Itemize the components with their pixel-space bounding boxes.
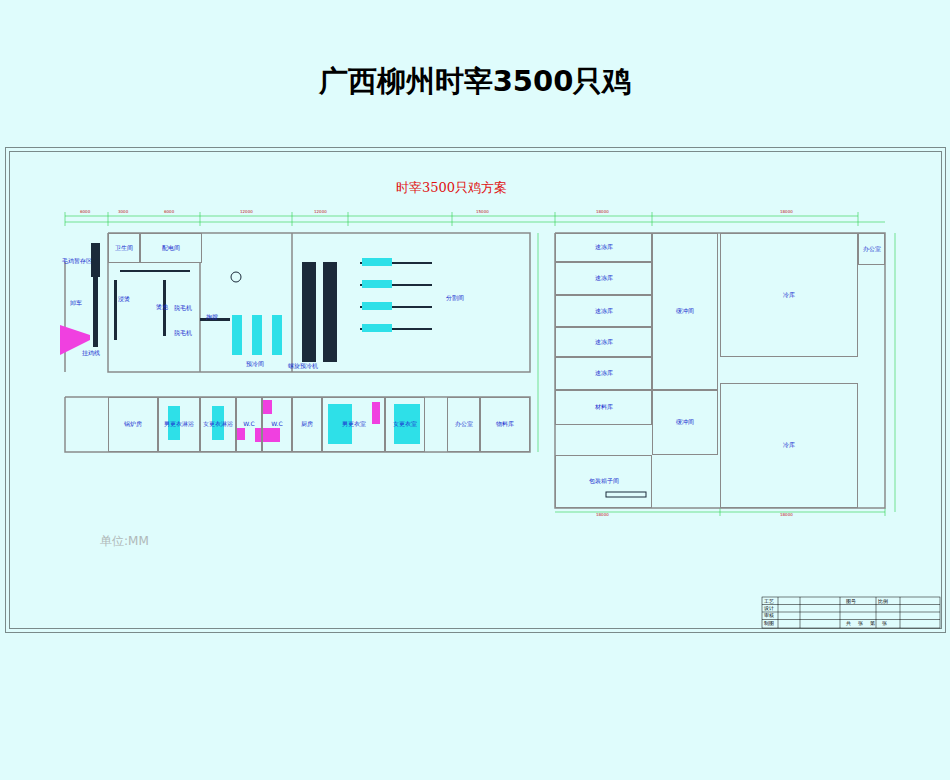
plan-note: 时宰3500只鸡方案	[396, 181, 507, 195]
room-box: 速冻库	[555, 262, 652, 295]
room-label: 物料库	[496, 421, 514, 428]
dimension: 3000	[118, 210, 128, 214]
room-label: 男更衣淋浴	[164, 421, 194, 428]
room-box: 配电间	[140, 233, 202, 263]
room-box: 速冻库	[555, 295, 652, 327]
room-label: 厨房	[301, 421, 313, 428]
dimension: 12000	[314, 210, 327, 214]
room-label: 速冻库	[595, 308, 613, 315]
room-box: 材料库	[555, 390, 652, 425]
room-box: W.C	[236, 397, 262, 452]
dimension: 6000	[164, 210, 174, 214]
room-box: 缓冲间	[652, 390, 718, 455]
equipment-label: 挂鸡线	[82, 350, 100, 357]
room-box: 冷库	[720, 233, 858, 357]
dimension: 18000	[596, 513, 609, 517]
room-label: 冷库	[783, 442, 795, 449]
room-label: 速冻库	[595, 244, 613, 251]
equipment-label: 脱毛机	[174, 330, 192, 337]
room-box: 冷库	[720, 383, 858, 508]
room-box: 女更衣室	[385, 397, 425, 452]
dimension: 18000	[780, 513, 793, 517]
room-label: 缓冲间	[676, 419, 694, 426]
equipment-label: 卸车	[70, 300, 82, 307]
room-box: 缓冲间	[652, 233, 718, 390]
room-box: 速冻库	[555, 327, 652, 357]
room-box: 包装箱子间	[555, 455, 652, 508]
room-label: 冷库	[783, 292, 795, 299]
title-block-cell: 比例	[878, 599, 888, 605]
room-label: 锅炉房	[124, 421, 142, 428]
room-label: 卫生间	[115, 245, 133, 252]
title-block-cell: 第	[870, 621, 875, 627]
title-block-cell: 设计	[764, 606, 774, 612]
room-box: 卫生间	[108, 233, 140, 263]
equipment-label: 螺旋预冷机	[288, 363, 318, 370]
equipment-label: 分割间	[446, 295, 464, 302]
room-box: 男更衣室	[322, 397, 385, 452]
title-block-cell: 张	[858, 621, 863, 627]
equipment-label: 毛鸡暂存区	[62, 258, 92, 265]
room-label: 速冻库	[595, 275, 613, 282]
room-label: 包装箱子间	[589, 478, 619, 485]
room-label: 办公室	[455, 421, 473, 428]
room-label: 女更衣室	[393, 421, 417, 428]
room-box: 厨房	[292, 397, 322, 452]
title-block-cell: 审核	[764, 613, 774, 619]
room-label: 配电间	[162, 245, 180, 252]
title-block-cell: 工艺	[764, 599, 774, 605]
room-label: W.C	[271, 421, 282, 428]
page-title: 广西柳州时宰3500只鸡	[0, 62, 950, 102]
dimension: 6000	[80, 210, 90, 214]
title-block-cell: 张	[882, 621, 887, 627]
title-block-cell: 图号	[846, 599, 856, 605]
equipment-label: 掏膛	[206, 314, 218, 321]
title-block-cell: 共	[846, 621, 851, 627]
dimension: 18000	[780, 210, 793, 214]
room-box: 女更衣淋浴	[200, 397, 236, 452]
room-box: 男更衣淋浴	[158, 397, 200, 452]
room-box: 锅炉房	[108, 397, 158, 452]
room-label: 缓冲间	[676, 308, 694, 315]
room-label: 女更衣淋浴	[203, 421, 233, 428]
room-box: W.C	[262, 397, 292, 452]
room-label: 速冻库	[595, 370, 613, 377]
room-label: 男更衣室	[342, 421, 366, 428]
room-box: 办公室	[447, 397, 480, 452]
room-box: 速冻库	[555, 357, 652, 390]
room-label: 办公室	[863, 246, 881, 253]
room-box: 办公室	[858, 233, 885, 265]
dimension: 15000	[476, 210, 489, 214]
title-block-cell: 制图	[764, 621, 774, 627]
room-label: 速冻库	[595, 339, 613, 346]
equipment-label: 烫池	[156, 304, 168, 311]
room-box: 物料库	[480, 397, 530, 452]
equipment-label: 预冷间	[246, 361, 264, 368]
dimension: 18000	[596, 210, 609, 214]
equipment-label: 脱毛机	[174, 305, 192, 312]
room-box: 速冻库	[555, 233, 652, 262]
dimension: 12000	[240, 210, 253, 214]
room-label: W.C	[243, 421, 254, 428]
room-label: 材料库	[595, 404, 613, 411]
plan-note: 单位:MM	[100, 535, 149, 548]
equipment-label: 浸烫	[118, 296, 130, 303]
